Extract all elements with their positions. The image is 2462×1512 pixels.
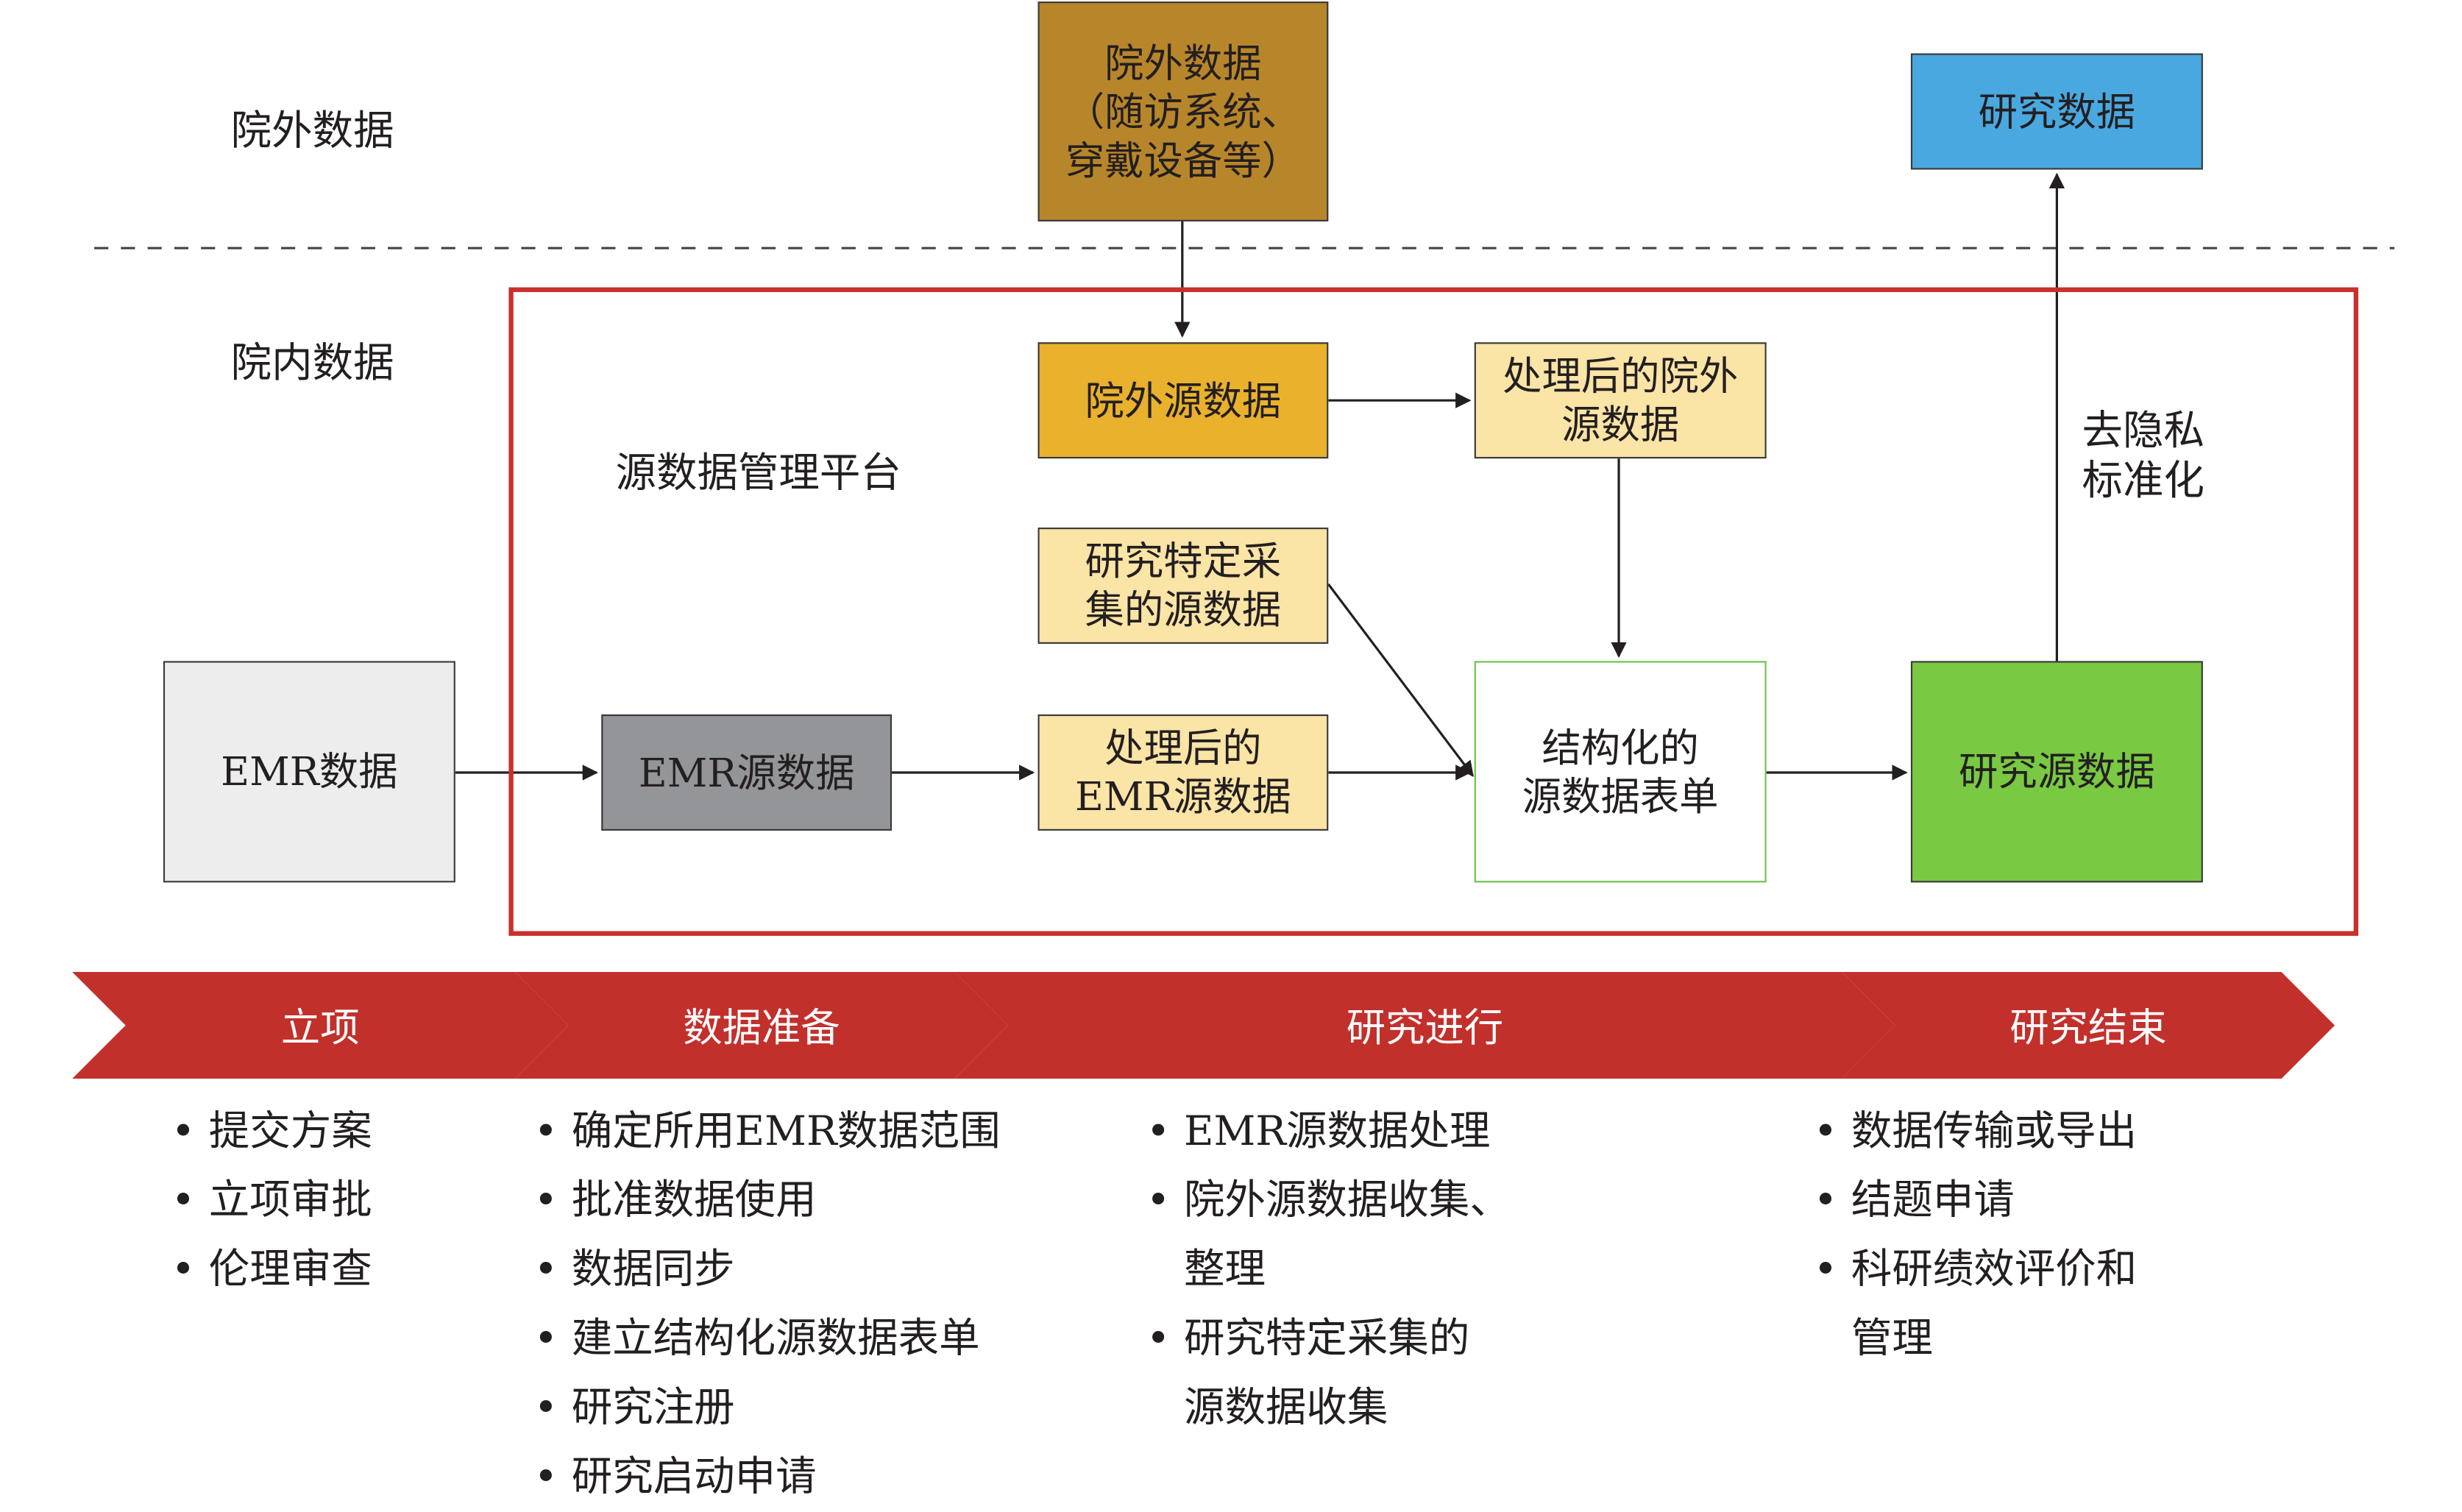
task-item: 立项审批 bbox=[168, 1167, 372, 1236]
task-item: 科研绩效评价和 管理 bbox=[1810, 1236, 2138, 1374]
node-emr-data-text: EMR数据 bbox=[221, 748, 398, 795]
node-research-data-text: 研究数据 bbox=[1978, 88, 2136, 135]
phase-banner-1: 立项 bbox=[72, 972, 569, 1079]
inside-zone-label: 院内数据 bbox=[230, 341, 394, 388]
node-emr-source-text: EMR源数据 bbox=[638, 750, 855, 795]
node-research-data: 研究数据 bbox=[1910, 53, 2203, 170]
task-item: 研究启动申请 bbox=[531, 1443, 1000, 1512]
node-structured-form: 结构化的 源数据表单 bbox=[1474, 661, 1767, 883]
task-item: 结题申请 bbox=[1810, 1167, 2137, 1236]
phase-4-title: 研究结束 bbox=[2009, 1004, 2167, 1051]
task-item: 建立结构化源数据表单 bbox=[531, 1305, 1000, 1374]
task-item: 伦理审查 bbox=[168, 1236, 372, 1305]
phase-2-tasks: 确定所用EMR数据范围 批准数据使用 数据同步 建立结构化源数据表单 研究注册 … bbox=[531, 1098, 1001, 1512]
task-item: 批准数据使用 bbox=[531, 1167, 1000, 1236]
node-processed-emr-text: 处理后的 EMR源数据 bbox=[1074, 725, 1291, 820]
arrow-specific-to-form bbox=[1327, 583, 1474, 777]
phase-4-tasks: 数据传输或导出 结题申请 科研绩效评价和 管理 bbox=[1810, 1098, 2138, 1374]
node-emr-data: EMR数据 bbox=[163, 661, 455, 883]
node-emr-source: EMR源数据 bbox=[601, 714, 893, 831]
phase-1-tasks: 提交方案 立项审批 伦理审查 bbox=[168, 1098, 372, 1305]
phase-banner-4: 研究结束 bbox=[1842, 972, 2335, 1079]
task-item: 院外源数据收集、 整理 bbox=[1143, 1167, 1511, 1305]
node-specific-collection-text: 研究特定采 集的源数据 bbox=[1085, 538, 1282, 633]
platform-label: 源数据管理平台 bbox=[615, 450, 901, 498]
phase-2-title: 数据准备 bbox=[683, 1004, 840, 1051]
phase-banner-3: 研究进行 bbox=[954, 972, 1895, 1079]
source-data-platform-frame bbox=[508, 287, 2359, 936]
phase-3-tasks: EMR源数据处理 院外源数据收集、 整理 研究特定采集的 源数据收集 bbox=[1143, 1098, 1511, 1444]
node-external-data: 院外数据 （随访系统、 穿戴设备等） bbox=[1037, 1, 1329, 221]
phase-banner-2: 数据准备 bbox=[514, 972, 1008, 1079]
node-processed-external: 处理后的院外 源数据 bbox=[1474, 342, 1767, 459]
node-research-source-text: 研究源数据 bbox=[1959, 748, 2155, 795]
task-item: 数据传输或导出 bbox=[1810, 1098, 2138, 1167]
task-item: 研究特定采集的 源数据收集 bbox=[1143, 1305, 1510, 1443]
task-item: EMR源数据处理 bbox=[1143, 1098, 1510, 1167]
node-processed-external-text: 处理后的院外 源数据 bbox=[1503, 353, 1739, 448]
outside-zone-label: 院外数据 bbox=[230, 108, 394, 156]
task-item: 数据同步 bbox=[531, 1236, 1000, 1305]
node-external-source: 院外源数据 bbox=[1037, 342, 1329, 459]
deidentify-label: 去隐私 标准化 bbox=[2082, 408, 2205, 506]
node-processed-emr: 处理后的 EMR源数据 bbox=[1037, 714, 1329, 831]
node-specific-collection: 研究特定采 集的源数据 bbox=[1037, 528, 1329, 644]
node-structured-form-text: 结构化的 源数据表单 bbox=[1522, 724, 1719, 819]
node-research-source: 研究源数据 bbox=[1910, 661, 2203, 883]
task-item: 确定所用EMR数据范围 bbox=[531, 1098, 1001, 1167]
phase-3-title: 研究进行 bbox=[1346, 1004, 1504, 1051]
node-external-data-text: 院外数据 （随访系统、 穿戴设备等） bbox=[1065, 40, 1301, 183]
task-item: 研究注册 bbox=[531, 1374, 1000, 1443]
node-external-source-text: 院外源数据 bbox=[1085, 377, 1282, 424]
task-item: 提交方案 bbox=[168, 1098, 372, 1167]
phase-1-title: 立项 bbox=[280, 1004, 360, 1051]
